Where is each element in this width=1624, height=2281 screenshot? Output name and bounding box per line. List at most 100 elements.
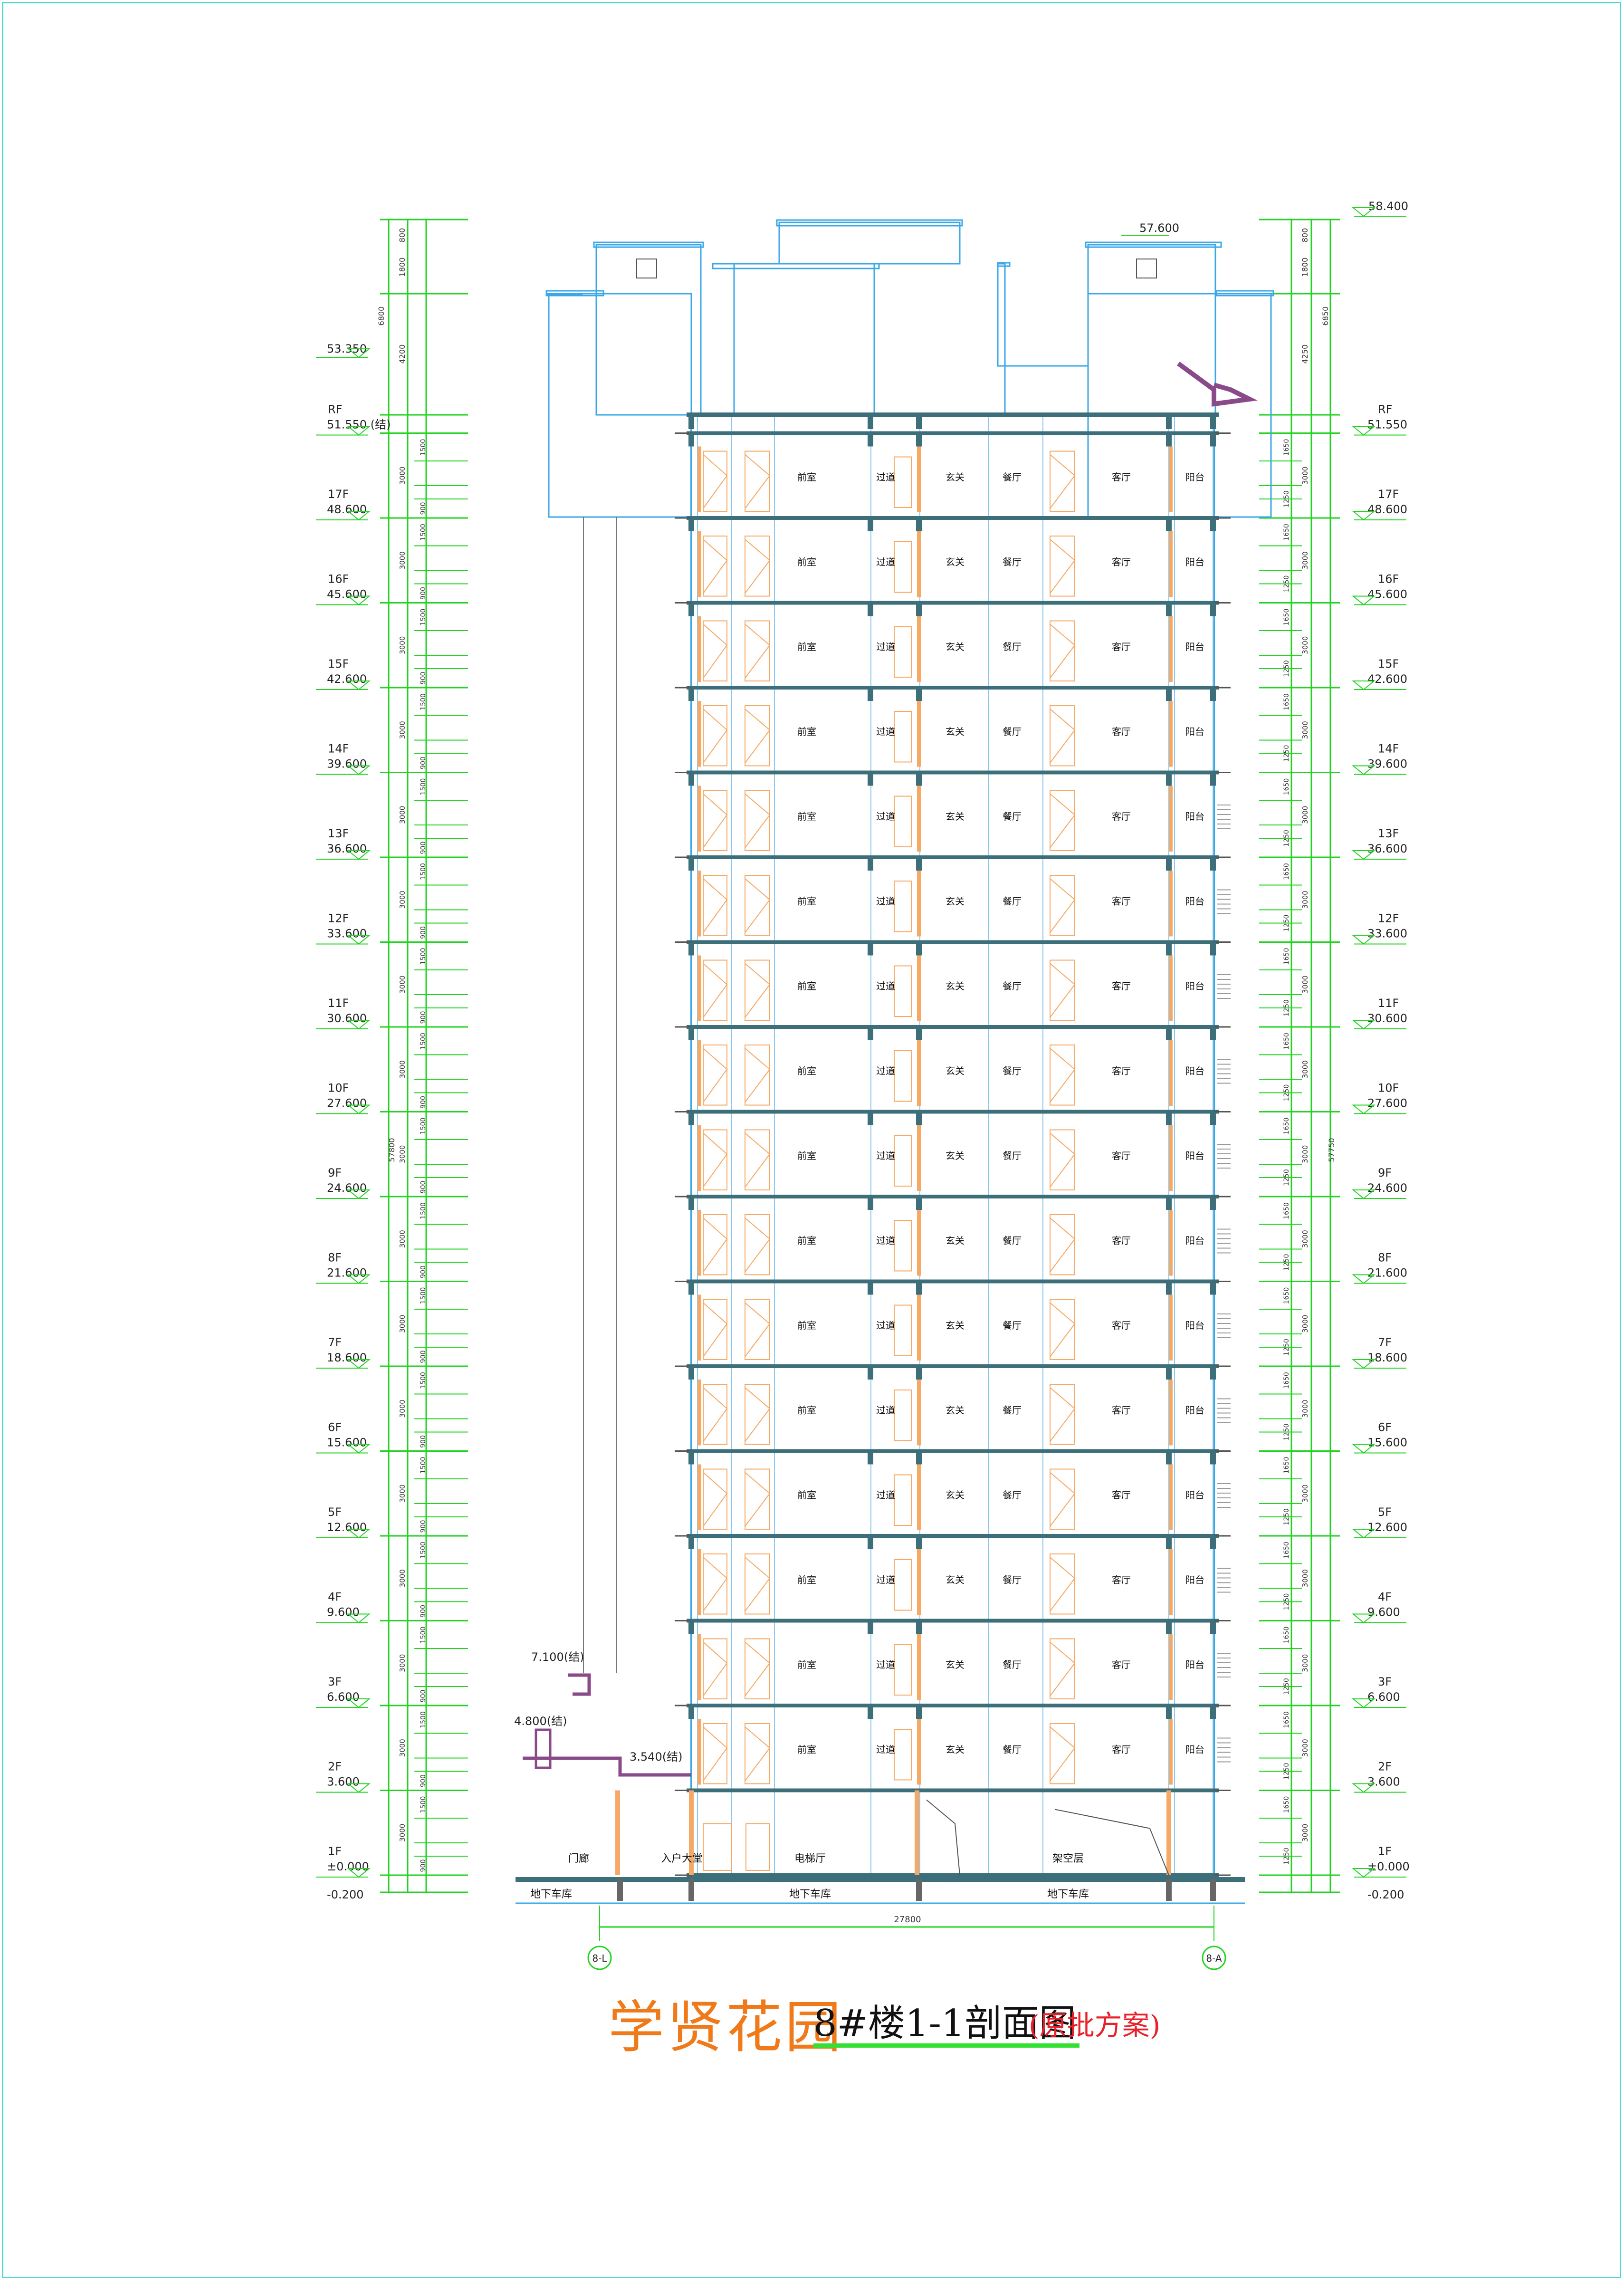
left-floor-dim: 900 xyxy=(420,926,427,939)
wall-section xyxy=(1169,701,1173,767)
right-floor-dim: 3000 xyxy=(1301,1485,1309,1503)
wall-section xyxy=(697,1549,701,1615)
beam-block xyxy=(916,772,922,786)
beam-block xyxy=(688,1366,694,1380)
elev-basement-left: -0.200 xyxy=(327,1888,363,1901)
room-label: 玄关 xyxy=(946,895,965,907)
room-label: 玄关 xyxy=(946,726,965,737)
door-swing xyxy=(745,1387,771,1442)
right-top-dim: 4250 xyxy=(1300,345,1309,364)
elev-basement-right: -0.200 xyxy=(1367,1888,1404,1901)
elevation-marker xyxy=(1352,1274,1376,1284)
beam-block xyxy=(688,518,694,531)
level-elev-left: 21.600 xyxy=(327,1266,367,1280)
elevation-marker xyxy=(347,680,371,690)
level-elev-left: 9.600 xyxy=(327,1606,360,1619)
right-floor-dim: 1250 xyxy=(1283,1254,1290,1271)
right-floor-dim: 1650 xyxy=(1283,1457,1290,1474)
door-frame xyxy=(745,1299,770,1360)
left-floor-dim: 900 xyxy=(420,502,427,515)
room-label: 前室 xyxy=(797,1320,816,1331)
right-floor-dim: 3000 xyxy=(1301,1060,1309,1078)
elevation-marker xyxy=(1352,1444,1376,1454)
door-frame xyxy=(745,1045,770,1106)
elevation-marker xyxy=(347,1783,371,1793)
level-name-left: 15F xyxy=(328,657,349,671)
beam-block xyxy=(916,1281,922,1295)
left-floor-dim: 900 xyxy=(420,757,427,769)
corridor-door xyxy=(894,1644,912,1696)
beam-block xyxy=(1166,857,1172,871)
level-elev-right: 12.600 xyxy=(1367,1521,1407,1534)
basement-label: 地下车库 xyxy=(1047,1888,1089,1900)
right-floor-dim: 1250 xyxy=(1283,830,1290,847)
door-swing xyxy=(703,878,728,933)
level-elev-left: 39.600 xyxy=(327,757,367,771)
right-floor-dim: 1650 xyxy=(1283,1542,1290,1559)
door-swing xyxy=(1050,1726,1076,1782)
right-top-dim: 800 xyxy=(1300,228,1309,243)
door-swing xyxy=(703,1302,728,1357)
roof-structure xyxy=(778,221,961,265)
roof-vent-icon xyxy=(636,259,657,278)
room-label: 餐厅 xyxy=(1003,895,1022,907)
wall-section xyxy=(917,1210,921,1276)
floor-slab xyxy=(687,1788,1219,1792)
room-label: 过道 xyxy=(876,1235,895,1246)
door-swing xyxy=(745,454,771,509)
room-label: 前室 xyxy=(797,556,816,567)
door-frame xyxy=(1050,705,1075,767)
wall-section xyxy=(917,786,921,852)
floor-slab xyxy=(687,940,1219,944)
beam-block xyxy=(688,1536,694,1549)
door-swing xyxy=(1050,1641,1076,1696)
room-label: 客厅 xyxy=(1112,1235,1131,1246)
right-floor-dim: 3000 xyxy=(1301,467,1309,485)
door-frame xyxy=(1050,1299,1075,1360)
level-elev-right: 45.600 xyxy=(1367,588,1407,601)
room-label: 前室 xyxy=(797,1404,816,1416)
room-label: 餐厅 xyxy=(1003,1065,1022,1076)
level-name-right: 17F xyxy=(1378,488,1399,501)
beam-block xyxy=(868,942,873,956)
roof-cornice xyxy=(997,262,1011,267)
elevation-marker xyxy=(1352,1698,1376,1708)
left-floor-dim: 1500 xyxy=(420,1796,427,1813)
ground-room-label: 入户大堂 xyxy=(661,1853,703,1865)
door-frame xyxy=(703,1384,727,1445)
door-swing xyxy=(1050,454,1076,509)
wall-section xyxy=(1169,1040,1173,1106)
room-label: 玄关 xyxy=(946,1744,965,1755)
wall-section xyxy=(1169,1719,1173,1785)
door-swing xyxy=(745,793,771,848)
level-name-right: 15F xyxy=(1378,657,1399,671)
beam-block xyxy=(1166,1027,1172,1040)
right-floor-dim: 3000 xyxy=(1301,1739,1309,1757)
left-floor-dim: 3000 xyxy=(398,1824,407,1842)
level-name-right: 9F xyxy=(1378,1166,1392,1179)
door-swing xyxy=(1050,1217,1076,1273)
floor-slab xyxy=(687,1364,1219,1368)
roof-cornice xyxy=(1085,241,1222,248)
room-label: 前室 xyxy=(797,726,816,737)
level-name-left: 11F xyxy=(328,997,349,1010)
door-frame xyxy=(745,1468,770,1530)
basement-label: 地下车库 xyxy=(789,1888,831,1900)
right-floor-dim: 3000 xyxy=(1301,1399,1309,1418)
level-name-left: 14F xyxy=(328,742,349,756)
level-name-right: 2F xyxy=(1378,1760,1392,1773)
door-frame xyxy=(1050,1468,1075,1530)
wall-section xyxy=(1169,871,1173,937)
beam-block xyxy=(868,603,873,616)
room-label: 前室 xyxy=(797,895,816,907)
beam-block xyxy=(916,942,922,956)
door-swing xyxy=(703,454,728,509)
corridor-door xyxy=(894,1050,912,1102)
right-floor-dim: 1250 xyxy=(1283,1424,1290,1441)
wall-section xyxy=(917,531,921,597)
right-floor-dim: 3000 xyxy=(1301,1824,1309,1842)
wall-section xyxy=(917,446,921,512)
room-label: 客厅 xyxy=(1112,471,1131,483)
beam-block xyxy=(1210,1197,1216,1210)
elevation-marker xyxy=(1352,1189,1376,1199)
